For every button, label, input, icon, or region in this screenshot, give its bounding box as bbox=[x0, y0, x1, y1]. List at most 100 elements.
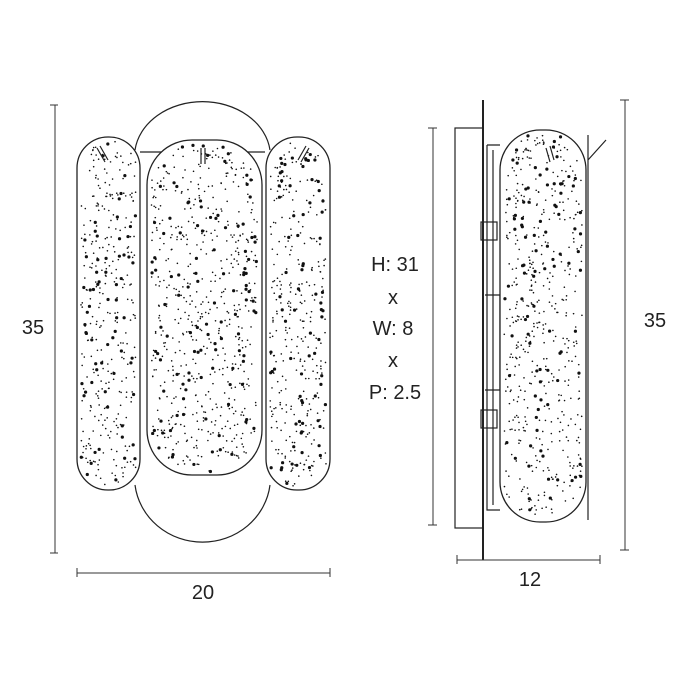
speckle bbox=[541, 244, 543, 247]
speckle bbox=[529, 150, 532, 152]
speckle bbox=[538, 312, 541, 314]
speckle bbox=[563, 146, 566, 149]
speckle bbox=[108, 243, 110, 246]
speckle bbox=[117, 426, 119, 429]
speckle bbox=[296, 336, 299, 338]
speckle bbox=[128, 224, 133, 229]
speckle bbox=[121, 286, 124, 289]
speckle bbox=[228, 407, 231, 410]
speckle bbox=[269, 406, 272, 408]
speckle bbox=[231, 236, 234, 238]
speckle bbox=[234, 386, 237, 389]
speckle bbox=[528, 345, 531, 347]
speckle bbox=[533, 325, 535, 328]
speckle bbox=[323, 402, 328, 407]
speckle bbox=[182, 235, 185, 238]
speckle bbox=[272, 367, 277, 371]
speckle bbox=[96, 320, 98, 323]
speckle bbox=[82, 451, 84, 454]
speckle bbox=[527, 497, 531, 501]
speckle bbox=[308, 152, 312, 157]
speckle bbox=[576, 465, 579, 467]
speckle bbox=[305, 424, 307, 427]
speckle bbox=[320, 342, 322, 345]
speckle bbox=[522, 200, 526, 204]
speckle bbox=[212, 382, 214, 385]
speckle bbox=[543, 358, 545, 360]
speckle bbox=[273, 263, 275, 266]
speckle bbox=[538, 419, 541, 422]
speckle bbox=[552, 478, 554, 480]
speckle bbox=[280, 293, 283, 295]
speckle bbox=[559, 191, 563, 195]
speckle bbox=[541, 139, 544, 141]
speckle bbox=[98, 459, 101, 461]
speckle bbox=[289, 142, 292, 145]
speckle bbox=[122, 161, 124, 164]
speckle bbox=[209, 433, 212, 435]
speckle bbox=[196, 400, 199, 403]
speckle bbox=[221, 373, 224, 376]
speckle bbox=[124, 445, 127, 447]
speckle bbox=[523, 429, 525, 432]
speckle bbox=[203, 190, 206, 193]
speckle bbox=[299, 232, 302, 234]
right-glass-panel bbox=[265, 136, 331, 491]
speckle bbox=[152, 425, 154, 428]
speckle bbox=[231, 161, 233, 164]
speckle bbox=[157, 304, 160, 307]
speckle bbox=[222, 367, 224, 370]
speckle bbox=[272, 221, 275, 224]
speckle bbox=[554, 335, 557, 338]
speckle bbox=[122, 316, 126, 320]
speckle bbox=[102, 246, 104, 249]
speckle bbox=[560, 156, 562, 158]
speckle bbox=[301, 264, 305, 268]
speckle bbox=[278, 391, 281, 394]
speckle bbox=[271, 286, 273, 289]
speckle bbox=[223, 359, 226, 362]
speckle bbox=[197, 183, 200, 186]
speckle bbox=[187, 188, 189, 191]
speckle bbox=[238, 303, 240, 306]
speckle bbox=[558, 394, 560, 396]
speckle bbox=[201, 428, 203, 431]
speckle bbox=[553, 212, 555, 214]
speckle bbox=[301, 404, 303, 406]
speckle bbox=[567, 339, 570, 342]
speckle bbox=[284, 480, 287, 483]
speckle bbox=[130, 196, 133, 198]
speckle bbox=[212, 248, 216, 252]
speckle bbox=[518, 248, 521, 251]
speckle bbox=[80, 439, 83, 442]
speckle bbox=[303, 300, 306, 302]
speckle bbox=[574, 275, 577, 277]
speckle bbox=[285, 326, 287, 329]
speckle bbox=[154, 206, 157, 209]
speckle bbox=[167, 257, 170, 260]
speckle bbox=[514, 365, 517, 368]
speckle bbox=[221, 157, 224, 159]
speckle bbox=[161, 355, 164, 358]
speckle bbox=[184, 311, 186, 314]
speckle bbox=[542, 143, 545, 146]
speckle bbox=[554, 476, 557, 478]
speckle bbox=[196, 350, 200, 354]
speckle bbox=[124, 466, 126, 469]
speckle bbox=[193, 272, 195, 275]
speckle bbox=[285, 345, 288, 348]
speckle bbox=[170, 416, 173, 419]
speckle bbox=[222, 446, 225, 449]
speckle bbox=[117, 254, 121, 258]
speckle bbox=[101, 269, 103, 272]
speckle bbox=[118, 390, 121, 393]
speckle bbox=[182, 286, 184, 288]
speckle bbox=[152, 196, 154, 199]
speckle bbox=[270, 233, 273, 235]
speckle bbox=[175, 442, 178, 445]
speckle bbox=[562, 299, 565, 301]
speckle bbox=[546, 277, 549, 280]
speckle bbox=[581, 224, 583, 226]
speckle bbox=[227, 451, 229, 454]
speckle bbox=[301, 283, 303, 285]
